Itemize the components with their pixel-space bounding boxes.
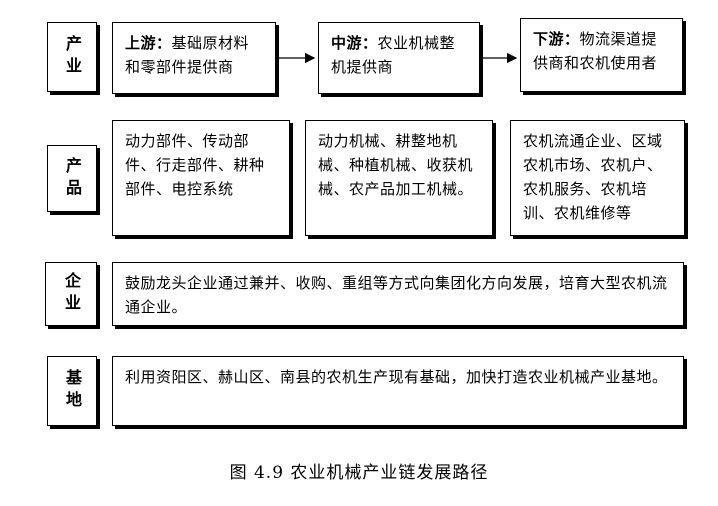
downstream-products-box: 农机流通企业、区域农机市场、农机户、农机服务、农机培训、农机维修等 [510, 120, 685, 236]
enterprise-text: 鼓励龙头企业通过兼并、收购、重组等方式向集团化方向发展，培育大型农机流通企业。 [125, 274, 668, 316]
industry-label-box: 产业 [47, 22, 97, 92]
base-label: 基地 [63, 369, 82, 413]
midstream-products-box: 动力机械、耕整地机械、种植机械、收获机械、农产品加工机械。 [305, 120, 493, 236]
enterprise-box: 鼓励龙头企业通过兼并、收购、重组等方式向集团化方向发展，培育大型农机流通企业。 [112, 262, 684, 326]
upstream-products-text: 动力部件、传动部件、行走部件、耕种部件、电控系统 [125, 132, 265, 198]
enterprise-label: 企业 [62, 272, 81, 316]
downstream-heading: 下游： [533, 30, 580, 48]
figure-caption: 图 4.9 农业机械产业链发展路径 [229, 463, 489, 483]
downstream-box: 下游：物流渠道提供商和农机使用者 [520, 18, 683, 92]
enterprise-label-box: 企业 [45, 262, 97, 326]
base-label-box: 基地 [47, 356, 97, 426]
product-label-box: 产品 [47, 145, 97, 212]
midstream-box: 中游：农业机械整机提供商 [318, 22, 480, 94]
upstream-box: 上游：基础原材料和零部件提供商 [112, 22, 276, 94]
base-box: 利用资阳区、赫山区、南县的农机生产现有基础，加快打造农业机械产业基地。 [112, 356, 684, 426]
midstream-products-text: 动力机械、耕整地机械、种植机械、收获机械、农产品加工机械。 [318, 132, 474, 198]
base-text: 利用资阳区、赫山区、南县的农机生产现有基础，加快打造农业机械产业基地。 [125, 368, 668, 386]
industry-label: 产业 [63, 35, 82, 79]
midstream-heading: 中游： [331, 34, 378, 52]
upstream-text: 基础原材料和零部件提供商 [125, 34, 250, 76]
downstream-text: 物流渠道提供商和农机使用者 [533, 30, 658, 72]
midstream-text: 农业机械整机提供商 [331, 34, 456, 76]
upstream-heading: 上游： [125, 34, 172, 52]
product-label: 产品 [63, 156, 82, 201]
downstream-products-text: 农机流通企业、区域农机市场、农机户、农机服务、农机培训、农机维修等 [523, 132, 663, 222]
upstream-products-box: 动力部件、传动部件、行走部件、耕种部件、电控系统 [112, 120, 290, 236]
